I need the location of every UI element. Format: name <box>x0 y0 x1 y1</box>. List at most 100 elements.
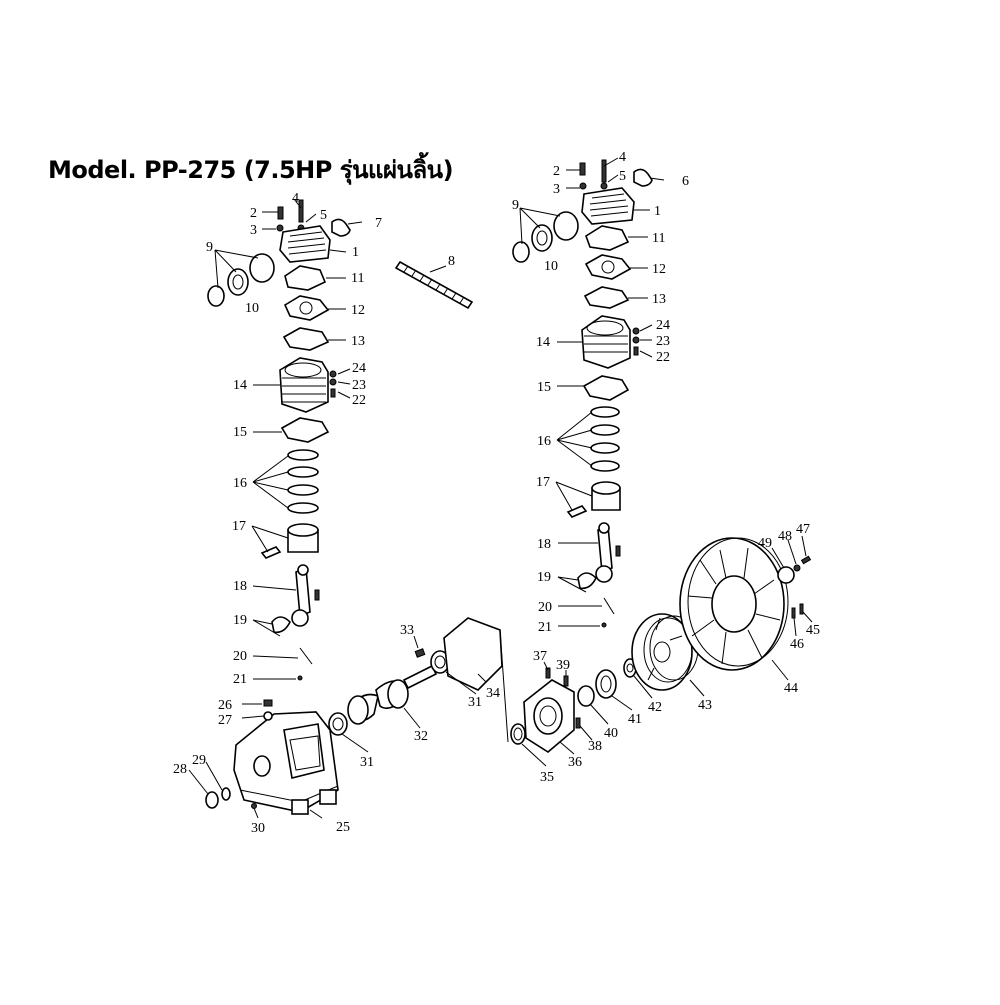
callout-right-15: 15 <box>537 380 551 395</box>
callout-32: 32 <box>414 729 428 744</box>
callout-right-14: 14 <box>536 335 550 350</box>
left-piston-rings-16 <box>287 449 319 514</box>
callout-left-22: 22 <box>352 393 366 408</box>
callout-right-5: 5 <box>619 169 626 184</box>
callout-42: 42 <box>648 700 662 715</box>
right-cylinder-14 <box>581 315 631 369</box>
left-cylinder-14 <box>279 357 329 413</box>
callout-right-16: 16 <box>537 434 551 449</box>
right-gasket-11 <box>585 225 630 251</box>
callout-27: 27 <box>218 713 232 728</box>
left-gasket-13 <box>282 327 330 351</box>
left-head-bolts <box>276 199 305 232</box>
callout-46: 46 <box>790 637 804 652</box>
callout-right-10: 10 <box>544 259 558 274</box>
callout-left-10: 10 <box>245 301 259 316</box>
callout-29: 29 <box>192 753 206 768</box>
callout-left-12: 12 <box>351 303 365 318</box>
callout-36: 36 <box>568 755 582 770</box>
right-connecting-rod-18 <box>595 522 621 583</box>
key-33 <box>414 648 426 658</box>
callout-30: 30 <box>251 821 265 836</box>
right-gasket-15 <box>582 375 630 401</box>
bearing-31-left <box>328 712 348 736</box>
callout-48: 48 <box>778 529 792 544</box>
motor-pulley-43 <box>631 613 699 691</box>
callout-39: 39 <box>556 658 570 673</box>
drain-plug-28-29 <box>205 787 231 809</box>
callout-left-16: 16 <box>233 476 247 491</box>
washer-49 <box>777 566 795 584</box>
callout-35: 35 <box>540 770 554 785</box>
left-cylinder-assembly <box>207 199 351 681</box>
left-connecting-rod-18 <box>291 564 320 627</box>
callout-left-14: 14 <box>233 378 247 393</box>
right-piston-17 <box>566 481 621 518</box>
callout-right-19: 19 <box>537 570 551 585</box>
callout-right-13: 13 <box>652 292 666 307</box>
callout-left-20: 20 <box>233 649 247 664</box>
callout-31-right: 31 <box>468 695 482 710</box>
callout-45: 45 <box>806 623 820 638</box>
washer-48 <box>793 564 801 572</box>
left-elbow-fitting <box>331 218 351 237</box>
right-valve-plate-12 <box>584 254 632 280</box>
left-air-filter <box>207 253 275 307</box>
crankcase-assembly <box>205 537 812 815</box>
left-studs-22-24 <box>329 370 337 398</box>
callout-right-18: 18 <box>537 537 551 552</box>
left-gasket-15 <box>280 417 330 443</box>
bolt-37 <box>545 667 551 679</box>
callout-left-7: 7 <box>375 216 382 231</box>
callout-left-2: 2 <box>250 206 257 221</box>
callout-8: 8 <box>448 254 455 269</box>
callout-40: 40 <box>604 726 618 741</box>
left-callout-labels: 2 3 4 5 7 1 9 10 11 12 13 24 23 22 14 15… <box>206 191 382 687</box>
left-rod-cap-19 <box>271 616 291 634</box>
callout-34: 34 <box>486 686 500 701</box>
right-dipper-20 <box>603 597 615 615</box>
bolt-47 <box>800 555 812 565</box>
transfer-tube-8 <box>394 260 474 310</box>
bolt-38 <box>575 717 581 729</box>
flywheel-44 <box>679 537 789 671</box>
right-gasket-13 <box>583 286 630 309</box>
callout-left-24: 24 <box>352 361 366 376</box>
bolt-30 <box>251 803 257 809</box>
oil-seal-35 <box>510 723 526 745</box>
callout-left-3: 3 <box>250 223 257 238</box>
callout-left-5: 5 <box>320 208 327 223</box>
callout-right-17: 17 <box>536 475 550 490</box>
callout-right-24: 24 <box>656 318 670 333</box>
shared-callout-labels: 8 26 27 28 29 30 25 31 32 33 31 34 35 36… <box>173 254 820 836</box>
bolt-45 <box>799 603 804 615</box>
right-air-filter <box>512 211 579 263</box>
bushing-41 <box>595 669 617 699</box>
callout-41: 41 <box>628 712 642 727</box>
callout-43: 43 <box>698 698 712 713</box>
right-cylinder-assembly <box>512 159 653 628</box>
bolt-46 <box>791 607 796 619</box>
callout-left-4: 4 <box>292 191 299 206</box>
bolt-39 <box>563 675 569 687</box>
right-piston-rings-16 <box>590 406 620 472</box>
left-cylinder-head <box>279 225 331 263</box>
right-callout-labels: 2 3 4 5 6 1 9 10 11 12 13 24 23 22 14 15… <box>512 150 689 635</box>
callout-right-12: 12 <box>652 262 666 277</box>
callout-left-9: 9 <box>206 240 213 255</box>
bearing-cover-36 <box>523 679 575 753</box>
left-nut-21 <box>297 675 303 681</box>
callout-right-22: 22 <box>656 350 670 365</box>
callout-right-1: 1 <box>654 204 661 219</box>
crankshaft-32 <box>347 664 438 725</box>
callout-left-13: 13 <box>351 334 365 349</box>
callout-right-3: 3 <box>553 182 560 197</box>
callout-31-left: 31 <box>360 755 374 770</box>
callout-26: 26 <box>218 698 232 713</box>
callout-right-20: 20 <box>538 600 552 615</box>
callout-44: 44 <box>784 681 798 696</box>
callout-right-21: 21 <box>538 620 552 635</box>
gasket-34-leader-line <box>499 629 509 743</box>
callout-right-9: 9 <box>512 198 519 213</box>
